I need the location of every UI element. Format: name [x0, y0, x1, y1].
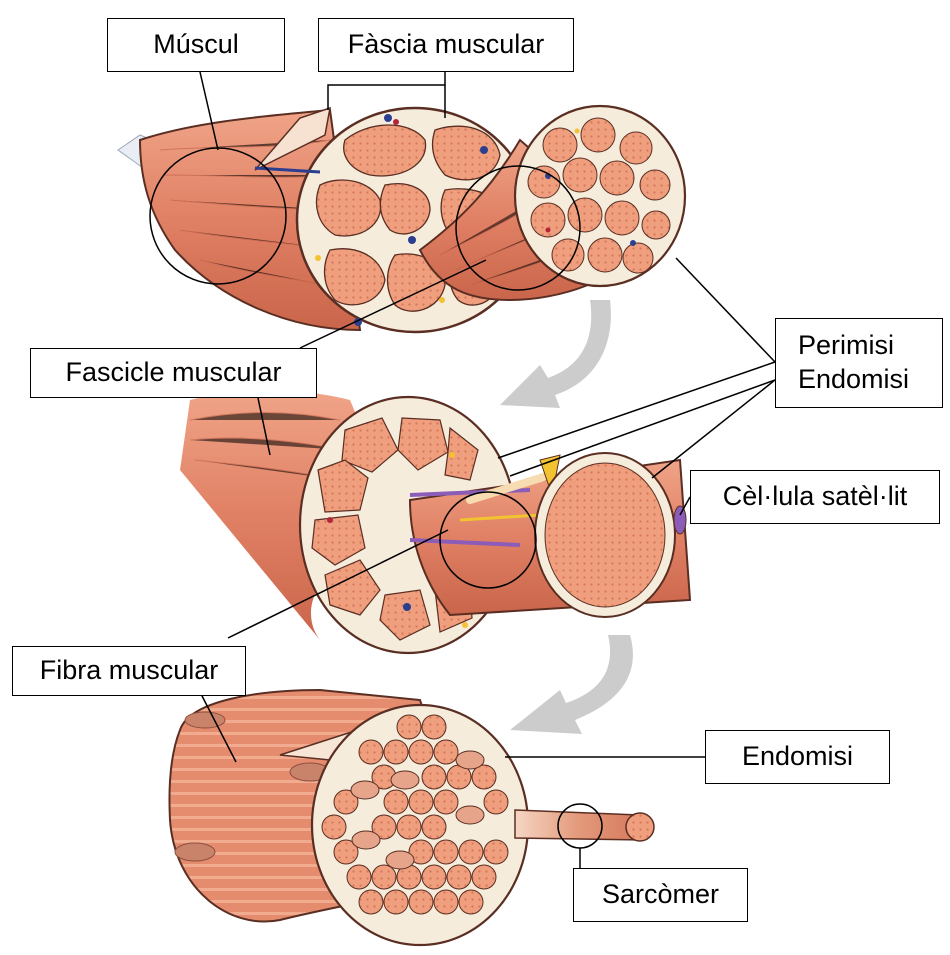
- label-sarcomere: Sarcòmer: [573, 868, 748, 922]
- label-perimysium-endomysium: Perimisi Endomisi: [775, 318, 943, 408]
- myofibril: [372, 865, 396, 889]
- myofibril: [359, 740, 383, 764]
- myofibril: [397, 815, 421, 839]
- label-satellite-cell: Cèl·lula satèl·lit: [690, 470, 940, 524]
- myofibril: [397, 715, 421, 739]
- myofibril: [434, 790, 458, 814]
- myofibril: [484, 840, 508, 864]
- myofibril: [384, 740, 408, 764]
- myofibril: [484, 790, 508, 814]
- myofibril: [409, 790, 433, 814]
- myofibril: [347, 865, 371, 889]
- myofibril: [434, 890, 458, 914]
- myofibril: [459, 840, 483, 864]
- myofibril: [409, 890, 433, 914]
- label-muscle-fascia: Fàscia muscular: [318, 18, 574, 72]
- myofibril: [422, 865, 446, 889]
- label-endomysium-fiber: Endomisi: [705, 730, 890, 784]
- myofibril: [472, 865, 496, 889]
- label-endomysium: Endomisi: [798, 363, 909, 397]
- myofibril: [322, 815, 346, 839]
- satellite-cell: [674, 506, 686, 534]
- label-fascicle: Fascicle muscular: [30, 348, 317, 398]
- myofibril: [434, 740, 458, 764]
- curved-arrow-icon: [500, 300, 611, 408]
- myofibril: [434, 840, 458, 864]
- label-muscle: Múscul: [107, 18, 285, 72]
- myofibril: [359, 890, 383, 914]
- myofibril: [422, 815, 446, 839]
- myofibril: [422, 765, 446, 789]
- sarcomere-rod: [515, 810, 654, 841]
- myofibril: [384, 890, 408, 914]
- myofibril: [447, 865, 471, 889]
- label-perimysium: Perimisi: [798, 329, 894, 363]
- curved-arrow-icon: [510, 635, 633, 734]
- myofibril: [384, 790, 408, 814]
- myofibril: [409, 740, 433, 764]
- label-muscle-fiber: Fibra muscular: [12, 646, 246, 696]
- myofibril: [422, 715, 446, 739]
- myofibril: [459, 890, 483, 914]
